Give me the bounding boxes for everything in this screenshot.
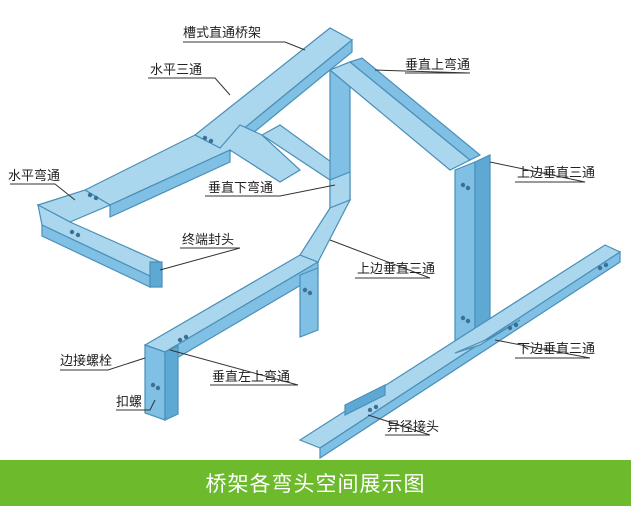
label-end-cap: 终端封头: [182, 232, 234, 248]
label-upper-vertical-tee-right: 上边垂直三通: [517, 166, 595, 181]
lower-straight-tray: [143, 254, 320, 353]
tray-diagram: 槽式直通桥架 水平三通 垂直上弯通 水平弯通 上边垂直三通 垂直下弯通 终端封头…: [8, 26, 622, 460]
leader-lines: [10, 41, 591, 436]
vertical-up-elbow-part: [328, 61, 472, 171]
label-vertical-left-up-elbow: 垂直左上弯通: [212, 369, 290, 385]
label-lower-vertical-tee: 下边垂直三通: [517, 342, 595, 357]
lower-tray-assembly: [143, 198, 352, 421]
label-horizontal-elbow: 水平弯通: [8, 168, 60, 184]
lower-vertical-tee-part: [454, 319, 521, 354]
labels: 槽式直通桥架 水平三通 垂直上弯通 水平弯通 上边垂直三通 垂直下弯通 终端封头…: [8, 26, 595, 435]
upper-tray-assembly: [36, 27, 354, 288]
bolt-group-upper: [69, 135, 214, 238]
bolt-group-lower: [150, 287, 313, 391]
label-vertical-up-elbow: 垂直上弯通: [405, 57, 470, 73]
reducer-part: [344, 384, 386, 416]
label-edge-bolt: 边接螺栓: [60, 353, 112, 369]
footer-title: 桥架各弯头空间展示图: [205, 472, 426, 496]
label-groove-tray: 槽式直通桥架: [183, 26, 261, 41]
upper-vertical-tee-mid-part: [299, 198, 352, 263]
footer-banner: 桥架各弯头空间展示图: [0, 460, 631, 506]
label-upper-vertical-tee-mid: 上边垂直三通: [357, 262, 435, 277]
bolt-group-right: [367, 262, 609, 413]
middle-support-post: [299, 267, 319, 338]
end-cap-part: [149, 261, 163, 288]
label-vertical-down-elbow: 垂直下弯通: [208, 180, 273, 196]
label-reducer: 异径接头: [387, 419, 439, 435]
right-long-assembly: [298, 244, 622, 460]
right-vertical-post: [454, 161, 476, 354]
right-upper-assembly: [328, 57, 491, 354]
label-horizontal-tee: 水平三通: [150, 63, 202, 78]
label-clip: 扣螺: [116, 395, 142, 410]
left-up-elbow-part: [144, 344, 166, 421]
bolt-group-post: [460, 182, 471, 324]
